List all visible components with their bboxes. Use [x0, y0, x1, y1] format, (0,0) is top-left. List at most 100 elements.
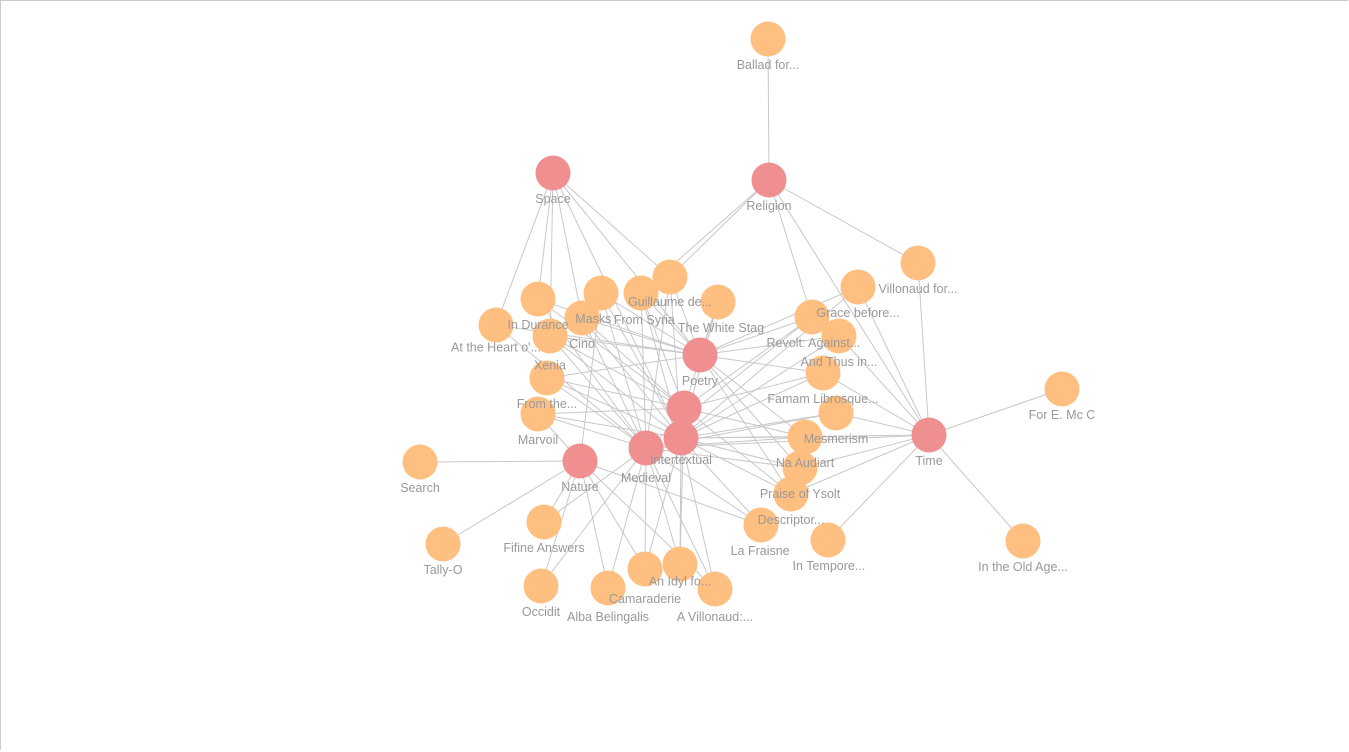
- edge: [699, 354, 801, 469]
- edge: [537, 413, 647, 449]
- edge: [549, 335, 647, 449]
- poem-node[interactable]: [627, 551, 663, 587]
- edge: [581, 317, 685, 409]
- edge: [699, 335, 840, 356]
- poem-node[interactable]: [805, 355, 841, 391]
- poem-node[interactable]: [652, 259, 688, 295]
- edge: [600, 292, 647, 449]
- edge: [699, 286, 859, 356]
- edge: [543, 447, 647, 523]
- poem-node[interactable]: [526, 504, 562, 540]
- node-label: Famam Librosque...: [767, 392, 878, 406]
- node-label: Religion: [746, 199, 791, 213]
- edge: [699, 316, 813, 356]
- edge: [680, 437, 762, 526]
- edge: [537, 298, 701, 356]
- edge: [790, 434, 930, 495]
- category-node[interactable]: [663, 420, 699, 456]
- node-label: Camaraderie: [609, 592, 681, 606]
- poem-node[interactable]: [773, 476, 809, 512]
- poem-node[interactable]: [520, 281, 556, 317]
- poem-node[interactable]: [818, 395, 854, 431]
- node-label: La Fraisne: [731, 544, 790, 558]
- edge: [683, 372, 824, 409]
- edge: [838, 335, 930, 436]
- edge: [540, 447, 647, 587]
- node-label: Space: [535, 192, 570, 206]
- edge: [683, 407, 792, 495]
- edge: [549, 335, 685, 409]
- edge: [579, 460, 609, 589]
- edge: [680, 335, 840, 439]
- poem-node[interactable]: [590, 570, 626, 606]
- edge: [699, 354, 792, 495]
- edges-layer: [419, 38, 1063, 590]
- edge: [537, 172, 554, 300]
- category-node[interactable]: [666, 390, 702, 426]
- edge: [799, 434, 930, 469]
- poem-node[interactable]: [697, 571, 733, 607]
- poem-node[interactable]: [532, 318, 568, 354]
- edge: [552, 172, 682, 439]
- poem-node[interactable]: [1044, 371, 1080, 407]
- poem-node[interactable]: [810, 522, 846, 558]
- node-label: Villonaud for...: [879, 282, 958, 296]
- poem-node[interactable]: [662, 546, 698, 582]
- edge: [546, 377, 685, 409]
- poem-node[interactable]: [840, 269, 876, 305]
- edge: [579, 460, 646, 570]
- poem-node[interactable]: [821, 318, 857, 354]
- poem-node[interactable]: [900, 245, 936, 281]
- poem-node[interactable]: [425, 526, 461, 562]
- edge: [579, 460, 762, 526]
- poem-node[interactable]: [794, 299, 830, 335]
- node-label: Marvoil: [518, 433, 558, 447]
- edge: [419, 460, 581, 463]
- edge: [857, 286, 930, 436]
- poem-node[interactable]: [623, 275, 659, 311]
- category-node[interactable]: [751, 162, 787, 198]
- edge: [495, 172, 554, 326]
- node-label: An Idyl fo...: [649, 575, 712, 589]
- edge: [607, 447, 647, 589]
- edge: [645, 447, 681, 565]
- category-node[interactable]: [562, 443, 598, 479]
- node-label: Masks: [575, 312, 611, 326]
- node-label: In Tempore...: [793, 559, 866, 573]
- category-node[interactable]: [628, 430, 664, 466]
- poem-node[interactable]: [564, 300, 600, 336]
- poem-node[interactable]: [1005, 523, 1041, 559]
- poem-node[interactable]: [787, 419, 823, 455]
- node-label: Intertextual: [650, 453, 712, 467]
- poem-node[interactable]: [520, 396, 556, 432]
- edge: [822, 372, 930, 436]
- node-label: And Thus in...: [801, 355, 878, 369]
- category-node[interactable]: [682, 337, 718, 373]
- poem-node[interactable]: [743, 507, 779, 543]
- node-label: Alba Belingalis: [567, 610, 649, 624]
- edge: [928, 388, 1063, 436]
- poem-node[interactable]: [478, 307, 514, 343]
- edge: [645, 276, 671, 449]
- node-label: Na Audiart: [776, 456, 835, 470]
- poem-node[interactable]: [402, 444, 438, 480]
- edge: [546, 377, 682, 439]
- edge: [640, 292, 685, 409]
- node-label: From Syria: [614, 313, 675, 327]
- edge: [683, 407, 806, 438]
- poem-node[interactable]: [529, 360, 565, 396]
- edge: [699, 354, 806, 438]
- node-label: Nature: [561, 480, 599, 494]
- edge: [768, 179, 919, 264]
- poem-node[interactable]: [750, 21, 786, 57]
- category-node[interactable]: [911, 417, 947, 453]
- edge: [928, 434, 1024, 542]
- node-label: Poetry: [682, 374, 719, 388]
- edge: [680, 437, 716, 590]
- poem-node[interactable]: [700, 284, 736, 320]
- edge: [600, 292, 701, 356]
- poem-node[interactable]: [583, 275, 619, 311]
- poem-node[interactable]: [523, 568, 559, 604]
- category-node[interactable]: [535, 155, 571, 191]
